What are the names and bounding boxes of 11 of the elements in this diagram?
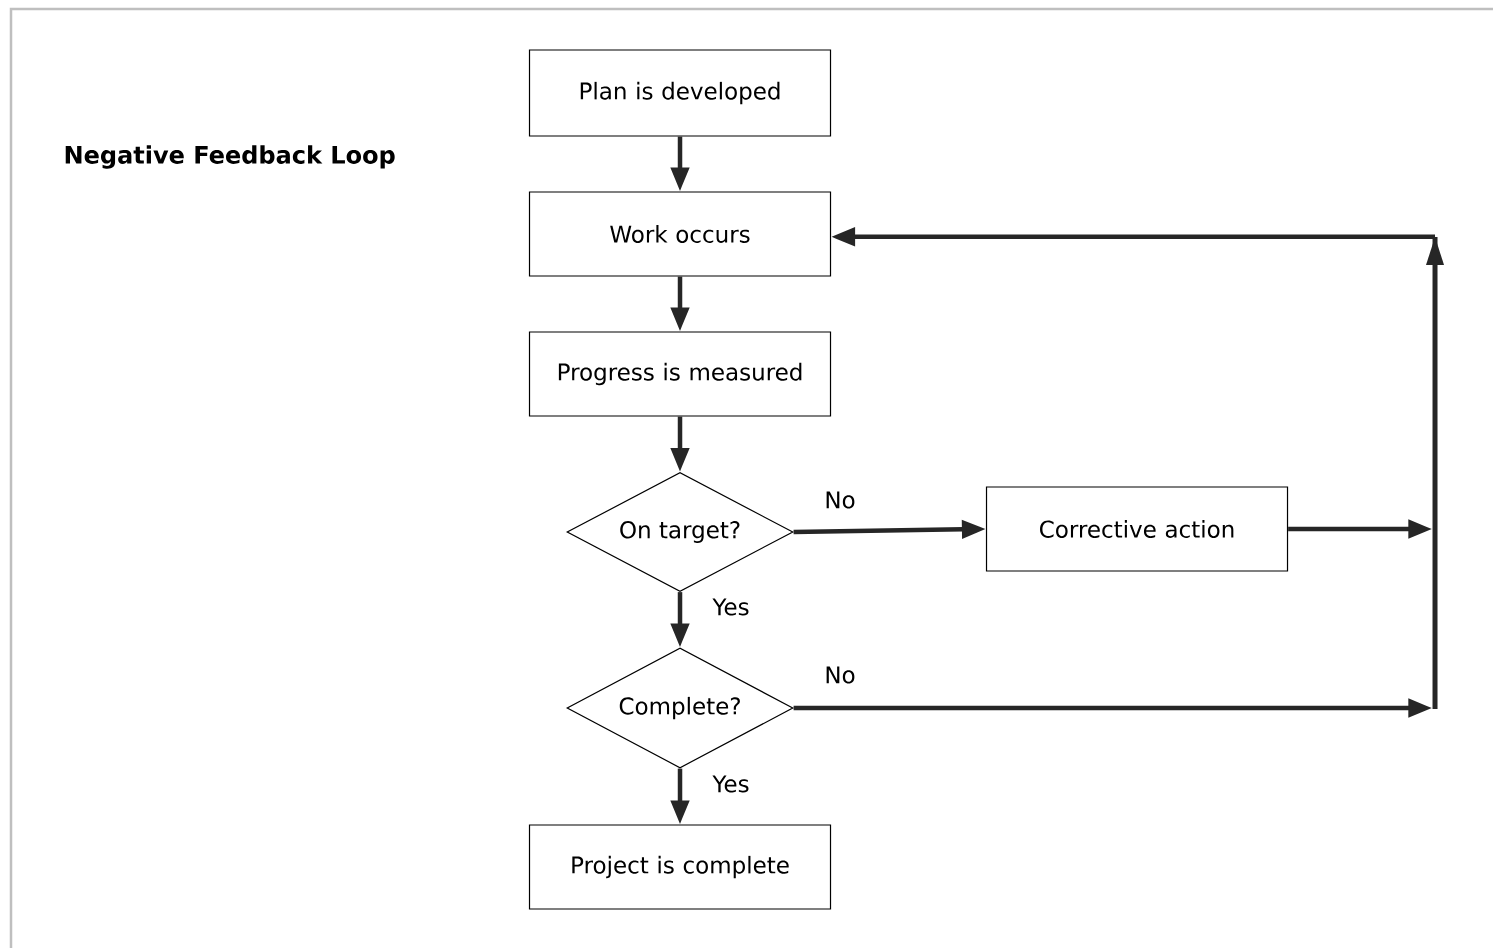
- title: Negative Feedback Loop: [65, 145, 395, 169]
- edge-label: No: [823, 490, 857, 510]
- process-box: Project is complete: [528, 824, 832, 910]
- edge-label: No: [823, 665, 857, 685]
- feedback-bar: [1426, 237, 1444, 709]
- process-box: Corrective action: [985, 486, 1289, 572]
- process-box: Work occurs: [528, 191, 832, 277]
- edge-label: Yes: [711, 597, 751, 617]
- process-box: Progress is measured: [528, 331, 832, 417]
- edge-label: Yes: [711, 774, 751, 794]
- process-box: Plan is developed: [528, 49, 832, 137]
